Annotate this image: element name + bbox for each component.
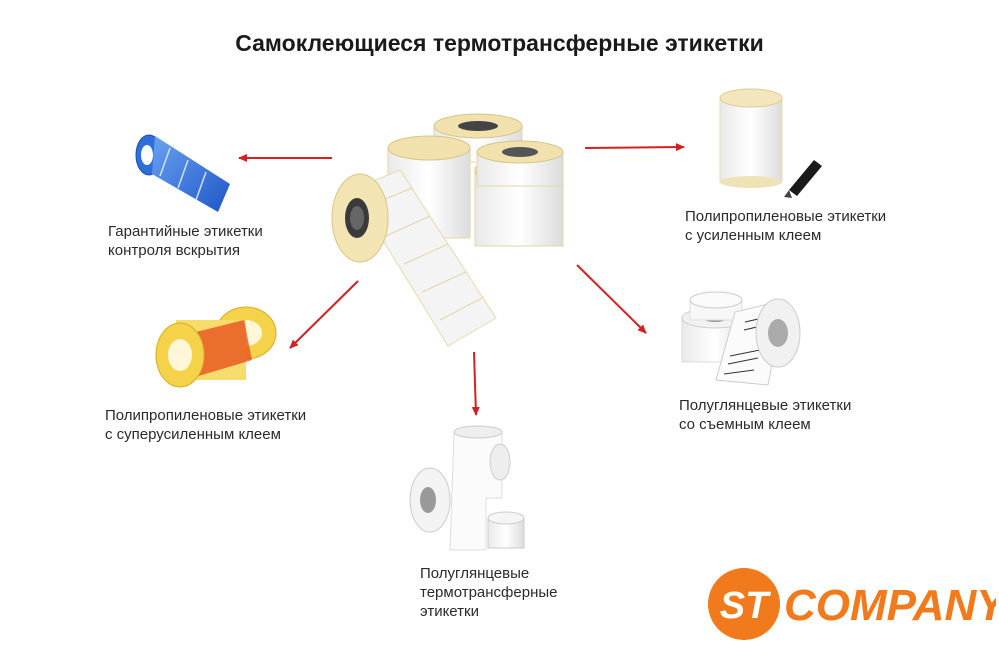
- label-line: контроля вскрытия: [108, 242, 240, 259]
- st-company-logo: ST COMPANY: [708, 568, 996, 640]
- label-line: Полуглянцевые этикетки: [679, 397, 852, 414]
- label-pp-super-strong: Полипропиленовые этикетки с суперусиленн…: [105, 406, 306, 444]
- central-label-rolls-image: [331, 113, 564, 347]
- page-title: Самоклеющиеся термотрансферные этикетки: [235, 30, 764, 56]
- label-semigloss-thermo: Полуглянцевые термотрансферные этикетки: [420, 564, 557, 621]
- arrow-to-semigloss-thermo: [471, 351, 480, 416]
- arrow-to-semigloss-removable: [576, 264, 647, 334]
- arrow-to-pp-reinforced: [584, 143, 685, 152]
- label-line: с усиленным клеем: [685, 227, 822, 244]
- semigloss-removable-rolls-image: [681, 291, 801, 386]
- label-pp-reinforced: Полипропиленовые этикетки с усиленным кл…: [685, 207, 886, 245]
- label-line: Гарантийные этикетки: [108, 223, 263, 240]
- label-line: со съемным клеем: [679, 416, 811, 433]
- label-line: термотрансферные: [420, 584, 558, 601]
- semigloss-thermo-rolls-image: [409, 425, 525, 551]
- logo-mark: ST: [720, 585, 771, 627]
- pp-super-strong-rolls-image: [155, 306, 277, 388]
- label-line: Полипропиленовые этикетки: [685, 208, 887, 225]
- label-line: Полуглянцевые: [420, 565, 530, 582]
- label-line: этикетки: [420, 603, 479, 620]
- pp-reinforced-roll-image: [719, 88, 822, 198]
- label-semigloss-removable: Полуглянцевые этикетки со съемным клеем: [679, 396, 851, 434]
- label-line: Полипропиленовые этикетки: [105, 407, 307, 424]
- arrow-to-pp-super: [289, 280, 359, 349]
- logo-text: COMPANY: [784, 581, 996, 630]
- tamper-evident-labels-image: [135, 134, 230, 212]
- label-line: с суперусиленным клеем: [105, 426, 281, 443]
- label-tamper-evident: Гарантийные этикетки контроля вскрытия: [108, 222, 263, 260]
